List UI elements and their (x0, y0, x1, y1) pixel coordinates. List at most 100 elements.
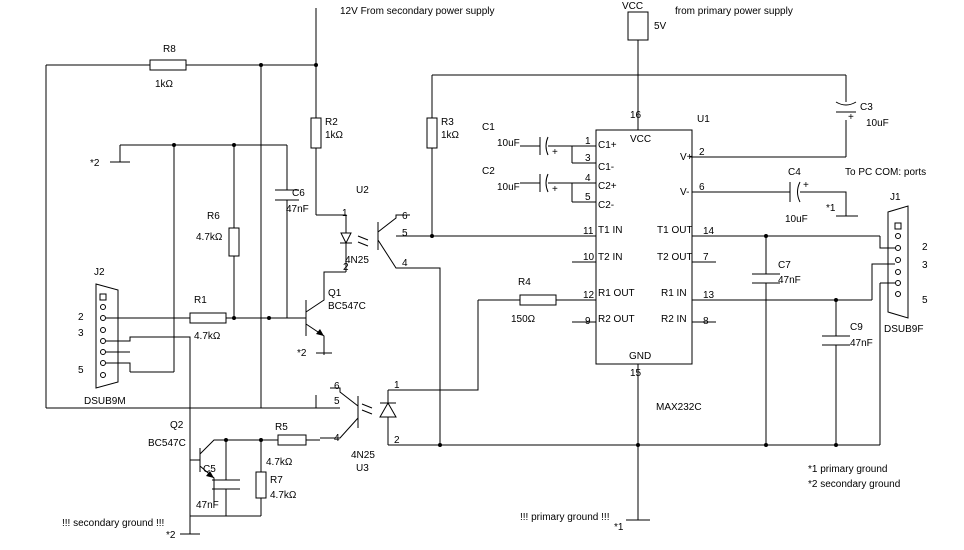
connector-j1 (887, 205, 909, 319)
label-j2: J2 (94, 267, 105, 278)
resistor-r7 (255, 471, 267, 499)
capacitor-c6 (275, 189, 299, 201)
j1-pin-3: 3 (922, 260, 928, 271)
value-q2: BC547C (148, 438, 186, 449)
resistor-r5 (277, 434, 307, 446)
svg-text:6: 6 (402, 211, 408, 222)
value-r8: 1kΩ (155, 79, 174, 90)
svg-text:11: 11 (583, 226, 594, 237)
svg-text:R1 IN: R1 IN (661, 288, 687, 299)
ground-ref-secondary-3: *2 (166, 530, 176, 541)
svg-text:4: 4 (585, 173, 591, 184)
value-c3: 10uF (866, 118, 889, 129)
label-c3: C3 (860, 102, 873, 113)
svg-text:12: 12 (583, 290, 595, 301)
resistor-r8 (149, 59, 187, 71)
label-c4: C4 (788, 167, 801, 178)
svg-text:1: 1 (585, 136, 591, 147)
svg-text:4: 4 (402, 258, 408, 269)
capacitor-c9 (822, 300, 850, 445)
label-r7: R7 (270, 475, 283, 486)
transistor-q2 (190, 439, 278, 505)
label-r1: R1 (194, 295, 207, 306)
svg-text:14: 14 (703, 226, 715, 237)
value-r2: 1kΩ (325, 130, 344, 141)
label-dsub9m: DSUB9M (84, 396, 126, 407)
value-r1: 4.7kΩ (194, 331, 221, 342)
svg-text:T2 IN: T2 IN (598, 252, 622, 263)
svg-text:6: 6 (334, 381, 340, 392)
svg-text:C1-: C1- (598, 162, 614, 173)
value-c2: 10uF (497, 182, 520, 193)
ic-u1-max232 (595, 129, 693, 365)
svg-text:5: 5 (585, 192, 591, 203)
resistor-r3 (426, 117, 438, 149)
label-r4: R4 (518, 277, 531, 288)
svg-text:5: 5 (402, 228, 408, 239)
svg-text:4: 4 (334, 433, 340, 444)
value-c6: 47nF (286, 204, 309, 215)
svg-text:15: 15 (630, 368, 642, 379)
svg-text:+: + (803, 180, 809, 191)
j2-pin-3: 3 (78, 328, 84, 339)
svg-text:GND: GND (629, 351, 651, 362)
value-u3: 4N25 (351, 450, 375, 461)
svg-text:C1+: C1+ (598, 140, 617, 151)
svg-text:R2 IN: R2 IN (661, 314, 687, 325)
resistor-r1 (189, 312, 227, 324)
resistor-r6 (228, 227, 240, 257)
label-primary-ground: !!! primary ground !!! (520, 512, 609, 523)
svg-text:+: + (848, 112, 854, 123)
label-q2: Q2 (170, 420, 184, 431)
svg-text:V+: V+ (680, 152, 693, 163)
j1-pin-5: 5 (922, 295, 928, 306)
capacitor-c7 (752, 236, 780, 445)
value-c4: 10uF (785, 214, 808, 225)
value-r7: 4.7kΩ (270, 490, 297, 501)
j2-pin-5: 5 (78, 365, 84, 376)
ground-ref-secondary-2: *2 (297, 348, 307, 359)
capacitor-c4 (789, 181, 858, 217)
value-u2: 4N25 (345, 255, 369, 266)
ground-ref-secondary-1: *2 (90, 158, 100, 169)
label-to-pc-com: To PC COM: ports (845, 167, 926, 178)
label-r8: R8 (163, 44, 176, 55)
svg-text:R1 OUT: R1 OUT (598, 288, 635, 299)
value-r4: 150Ω (511, 314, 536, 325)
secondary-ground-bus (180, 460, 261, 535)
capacitor-c3 (835, 101, 857, 113)
label-vcc: VCC (622, 1, 643, 12)
label-12v-supply: 12V From secondary power supply (340, 6, 495, 17)
svg-text:T1 OUT: T1 OUT (657, 225, 693, 236)
j1-pin-2: 2 (922, 242, 928, 253)
rail-12v (45, 8, 317, 408)
value-r5: 4.7kΩ (266, 457, 293, 468)
capacitor-c5 (212, 440, 240, 516)
svg-text:5: 5 (334, 396, 340, 407)
svg-text:8: 8 (703, 316, 709, 327)
transistor-q1 (305, 271, 346, 355)
svg-text:7: 7 (703, 252, 709, 263)
note-primary-ground: *1 primary ground (808, 464, 887, 475)
label-u1: U1 (697, 114, 710, 125)
label-secondary-ground: !!! secondary ground !!! (62, 518, 164, 529)
label-c6: C6 (292, 188, 305, 199)
svg-text:C2-: C2- (598, 200, 614, 211)
value-r3: 1kΩ (441, 130, 460, 141)
resistor-r2 (310, 117, 322, 149)
capacitor-c1 (520, 136, 573, 163)
svg-text:1: 1 (342, 208, 348, 219)
value-q1: BC547C (328, 301, 366, 312)
value-r6: 4.7kΩ (196, 232, 223, 243)
label-c2: C2 (482, 166, 495, 177)
svg-text:2: 2 (343, 262, 349, 273)
svg-text:+: + (552, 184, 558, 195)
vcc-rail (432, 40, 847, 158)
svg-text:10: 10 (583, 252, 595, 263)
optocoupler-u3-led (379, 389, 410, 446)
svg-text:2: 2 (699, 147, 705, 158)
optocoupler-u3-transistor (320, 387, 359, 439)
svg-text:R2 OUT: R2 OUT (598, 314, 635, 325)
